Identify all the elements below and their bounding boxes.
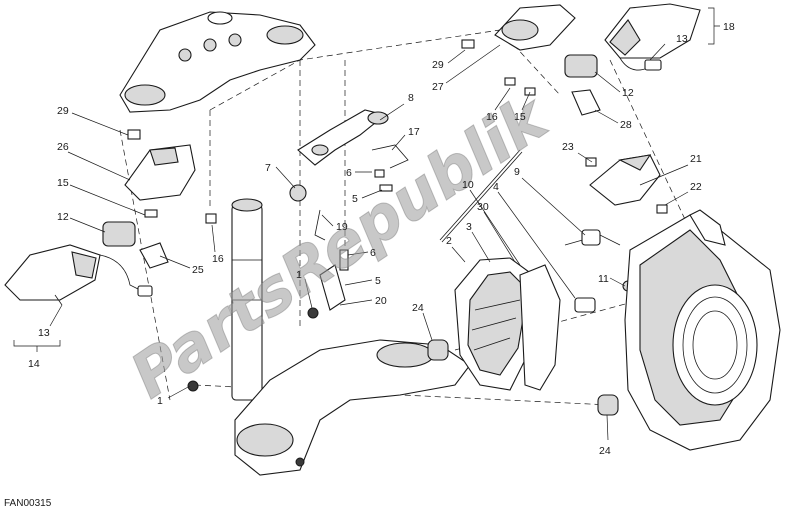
callout-11: 11 [598,273,609,285]
callout-22: 22 [690,181,702,193]
callout-1: 1 [296,269,302,281]
callout-30: 30 [477,201,489,213]
callout-1: 1 [157,395,163,407]
callout-15: 15 [514,111,526,123]
callout-16: 16 [212,253,224,265]
callout-23: 23 [562,141,574,153]
headlight-upper-fairing [585,154,668,214]
upper-triple-clamp [119,11,316,113]
callout-6: 6 [370,247,376,259]
callout-bracket-18 [708,7,720,45]
callout-24: 24 [599,445,611,457]
callout-29: 29 [432,59,444,71]
callout-10: 10 [462,179,474,191]
callout-26: 26 [57,141,69,153]
callout-labels: 18 13 29 27 16 15 12 28 8 17 7 6 5 29 26… [28,21,735,457]
callout-12: 12 [57,211,69,223]
callout-12: 12 [622,87,634,99]
leader-lines [49,43,689,441]
callout-5: 5 [375,275,381,287]
callout-15: 15 [57,177,69,189]
callout-13: 13 [38,327,50,339]
callout-19: 19 [336,221,348,233]
headlight-unit [624,209,781,451]
figure-code: FAN00315 [4,498,52,509]
callout-7: 7 [265,162,271,174]
right-mirror-assembly [604,3,701,71]
lower-triple-clamp [234,339,471,476]
callout-bracket-14 [13,340,61,352]
callout-28: 28 [620,119,632,131]
callout-21: 21 [690,153,702,165]
callout-2: 2 [446,235,452,247]
callout-17: 17 [408,126,420,138]
callout-9: 9 [514,166,520,178]
callout-3: 3 [466,221,472,233]
left-grommet-clip [102,209,217,269]
callout-29: 29 [57,105,69,117]
left-mirror-assembly [4,244,153,306]
callout-20: 20 [375,295,387,307]
callout-5: 5 [352,193,358,205]
left-mirror-bracket [124,129,196,201]
callout-14: 14 [28,358,40,370]
callout-6: 6 [346,167,352,179]
callout-18: 18 [723,21,735,33]
right-grommet-clip [524,54,601,116]
rubber-buffers [427,339,619,416]
headlight-bracket-parts [187,109,409,392]
callout-4: 4 [493,181,499,193]
callout-8: 8 [408,92,414,104]
callout-24: 24 [412,302,424,314]
callout-27: 27 [432,81,444,93]
steering-stem [231,198,263,401]
right-mirror-bracket [461,4,576,86]
callout-13: 13 [676,33,688,45]
headlight-lens-frame [454,257,561,391]
callout-16: 16 [486,111,498,123]
callout-25: 25 [192,264,204,276]
